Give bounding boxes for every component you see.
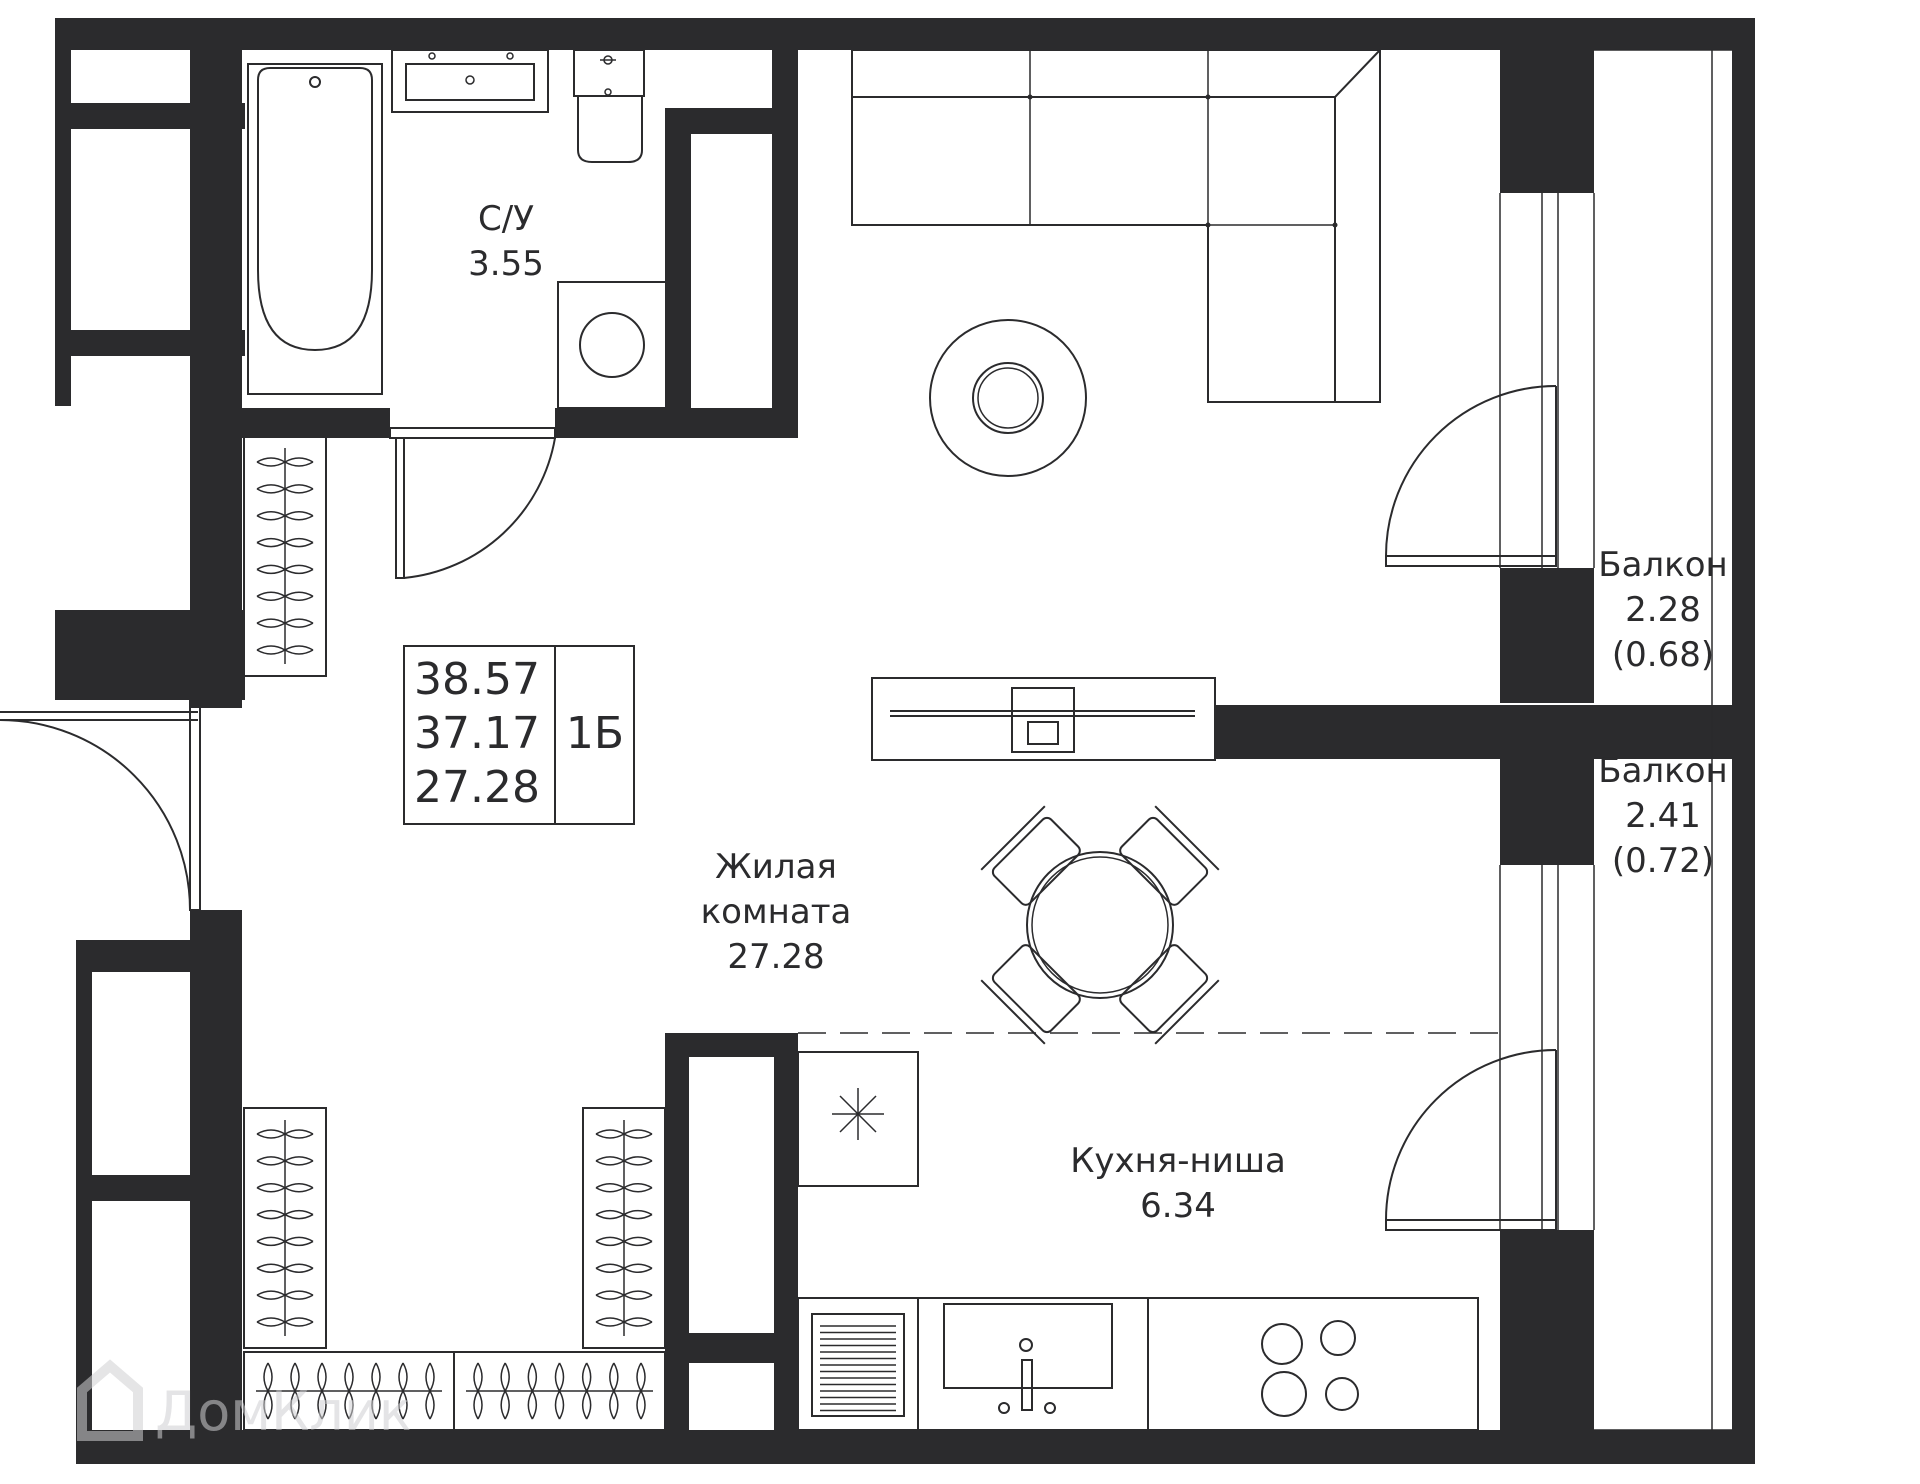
- total-area: 38.57: [414, 654, 540, 705]
- balcony-door-lower: [1385, 1049, 1557, 1231]
- balcony-2-reduced-area: (0.72): [1612, 841, 1714, 881]
- hanger-icon: [527, 1362, 538, 1420]
- hanger-icon: [256, 1182, 314, 1193]
- balcony-2-area: 2.41: [1625, 796, 1701, 836]
- hanger-icon: [256, 1317, 314, 1327]
- wardrobe-left-upper: [243, 435, 327, 677]
- living-room-name-2: комната: [701, 892, 852, 932]
- hanger-icon: [256, 645, 314, 655]
- wardrobe-middle: [582, 1107, 666, 1349]
- hanger-icon: [554, 1362, 565, 1420]
- hanger-icon: [595, 1236, 653, 1247]
- hanger-icon: [256, 1209, 314, 1220]
- hanger-icon: [344, 1362, 354, 1420]
- house-logo-icon: [77, 1359, 143, 1441]
- window-right-upper: [1499, 193, 1595, 568]
- balcony-lines: [1594, 49, 1732, 1431]
- hanger-icon: [256, 484, 314, 494]
- coffee-table: [929, 319, 1087, 477]
- hanger-icon: [256, 537, 314, 548]
- kitchen-cabinet-upper: [797, 1051, 919, 1187]
- washing-machine: [557, 281, 667, 409]
- hanger-icon: [371, 1362, 381, 1420]
- hanger-icon: [317, 1362, 327, 1420]
- hanger-icon: [256, 591, 314, 602]
- bathtub: [247, 63, 383, 395]
- kitchen-counter: [797, 1297, 1479, 1431]
- entrance-door: [0, 699, 201, 911]
- hanger-icon: [595, 1290, 653, 1300]
- dining-table: [1026, 851, 1174, 999]
- kitchen-name: Кухня-ниша: [1070, 1141, 1286, 1181]
- bathroom-name: С/У: [478, 199, 534, 239]
- wardrobe-left-lower: [243, 1107, 327, 1349]
- bathroom-area: 3.55: [468, 244, 544, 284]
- walls: [55, 18, 1755, 1464]
- hanger-icon: [595, 1129, 653, 1139]
- hanger-icon: [256, 510, 314, 521]
- hanger-icon: [290, 1362, 300, 1420]
- wardrobe-bottom: [243, 1351, 666, 1431]
- window-right-lower: [1499, 865, 1595, 1230]
- dining-chairs: [980, 805, 1220, 1045]
- hanger-icon: [256, 1156, 314, 1166]
- apartment-type: 1Б: [566, 708, 624, 759]
- balcony-1-name: Балкон: [1598, 545, 1727, 585]
- living-room-area-summary: 27.28: [414, 762, 540, 813]
- hanger-icon: [595, 1317, 653, 1327]
- area-summary-box: [403, 645, 635, 825]
- hanger-icon: [636, 1362, 646, 1420]
- hanger-icon: [425, 1362, 435, 1420]
- balcony-1-reduced-area: (0.68): [1612, 635, 1714, 675]
- kitchen-sink: [943, 1303, 1113, 1414]
- hanger-icon: [256, 618, 314, 628]
- hanger-icon: [595, 1156, 653, 1166]
- hanger-icon: [256, 1263, 314, 1274]
- hanger-icon: [263, 1362, 273, 1420]
- hanger-icon: [398, 1362, 408, 1420]
- hanger-icon: [581, 1362, 592, 1420]
- hanger-icon: [595, 1182, 653, 1193]
- cooktop: [1261, 1320, 1359, 1417]
- balcony-2-name: Балкон: [1598, 751, 1727, 791]
- living-room-name-1: Жилая: [715, 847, 837, 887]
- bathroom-door: [389, 427, 556, 579]
- sink: [391, 49, 549, 113]
- hanger-icon: [500, 1362, 510, 1420]
- hanger-icon: [256, 1236, 314, 1247]
- hanger-icon: [595, 1209, 653, 1220]
- corner-sofa: [851, 49, 1381, 403]
- dishwasher: [811, 1313, 905, 1417]
- hanger-icon: [256, 1290, 314, 1300]
- hanger-icon: [609, 1362, 619, 1420]
- hanger-icon: [473, 1362, 483, 1420]
- toilet: [573, 49, 645, 163]
- kitchen-area: 6.34: [1140, 1186, 1216, 1226]
- living-area-total: 37.17: [414, 708, 540, 759]
- watermark-text: ДомКлик: [155, 1380, 412, 1443]
- watermark: ДомКлик: [77, 1359, 412, 1443]
- hanger-icon: [256, 1129, 314, 1139]
- hanger-icon: [256, 564, 314, 575]
- living-room-area: 27.28: [727, 937, 824, 977]
- tv-unit: [871, 677, 1216, 761]
- balcony-door-upper: [1385, 385, 1557, 567]
- balcony-1-area: 2.28: [1625, 590, 1701, 630]
- hanger-icon: [256, 457, 314, 467]
- hanger-icon: [595, 1263, 653, 1274]
